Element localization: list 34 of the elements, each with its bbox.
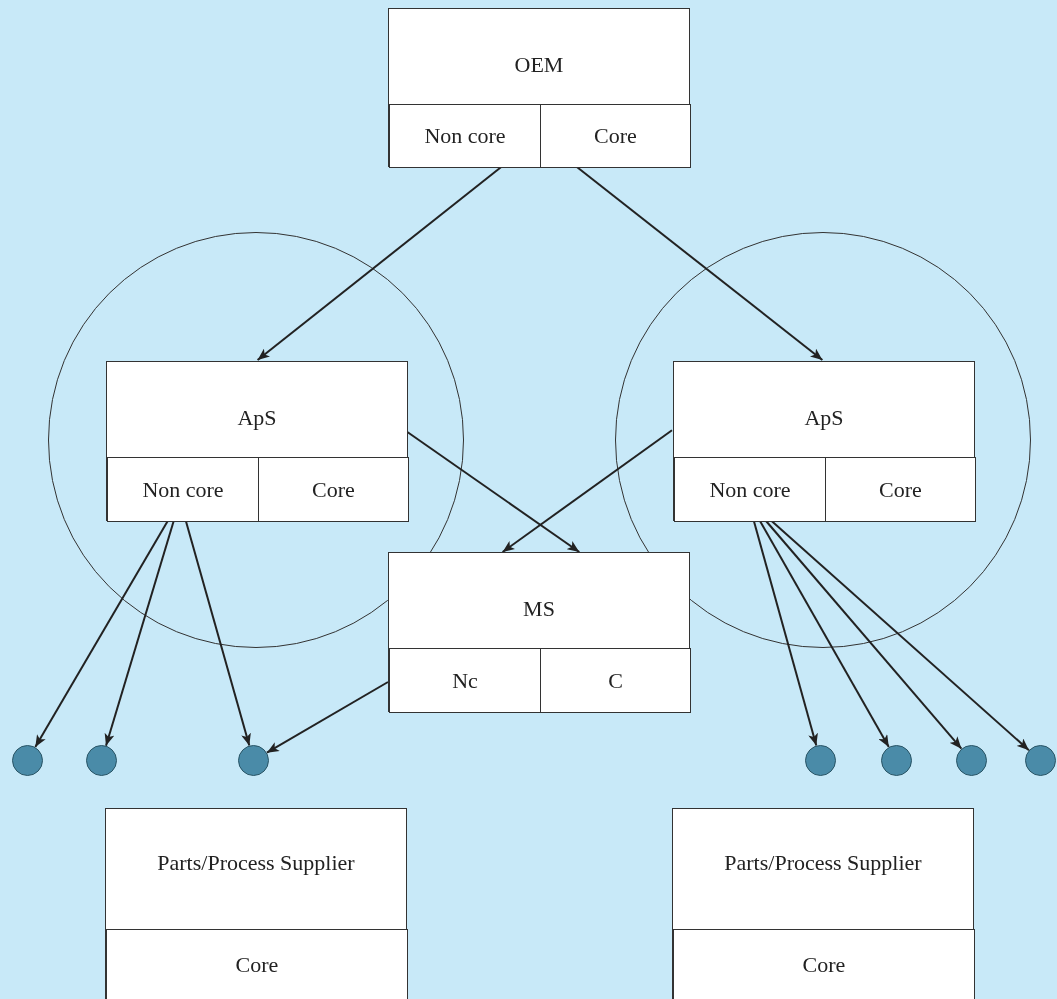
- box-title: Parts/Process Supplier: [723, 849, 923, 877]
- box-title: Parts/Process Supplier: [156, 849, 356, 877]
- box-title: ApS: [803, 404, 845, 432]
- organization-box: [672, 808, 974, 999]
- organization-box: [106, 361, 408, 521]
- category-cell: Core: [106, 929, 408, 999]
- box-title: OEM: [513, 51, 565, 79]
- category-cell: Core: [540, 104, 691, 168]
- organization-box: [673, 361, 975, 521]
- category-cell: Non core: [674, 457, 826, 522]
- category-cell: Core: [825, 457, 976, 522]
- box-title: ApS: [236, 404, 278, 432]
- dot-marker: [12, 745, 43, 776]
- arrow: [406, 430, 581, 553]
- dot-marker: [86, 745, 117, 776]
- category-cell: Nc: [389, 648, 541, 713]
- category-cell: Non core: [107, 457, 259, 522]
- category-cell: Core: [258, 457, 409, 522]
- category-cell: Non core: [389, 104, 541, 168]
- dot-marker: [805, 745, 836, 776]
- arrow: [501, 429, 673, 553]
- dot-marker: [238, 745, 269, 776]
- dot-marker: [1025, 745, 1056, 776]
- organization-box: [388, 552, 690, 712]
- organization-box: [105, 808, 407, 999]
- arrow: [265, 681, 389, 754]
- dot-marker: [956, 745, 987, 776]
- category-cell: C: [540, 648, 691, 713]
- arrow: [256, 166, 503, 361]
- arrow: [575, 166, 824, 361]
- box-title: MS: [522, 595, 556, 623]
- organization-box: [388, 8, 690, 167]
- category-cell: Core: [673, 929, 975, 999]
- dot-marker: [881, 745, 912, 776]
